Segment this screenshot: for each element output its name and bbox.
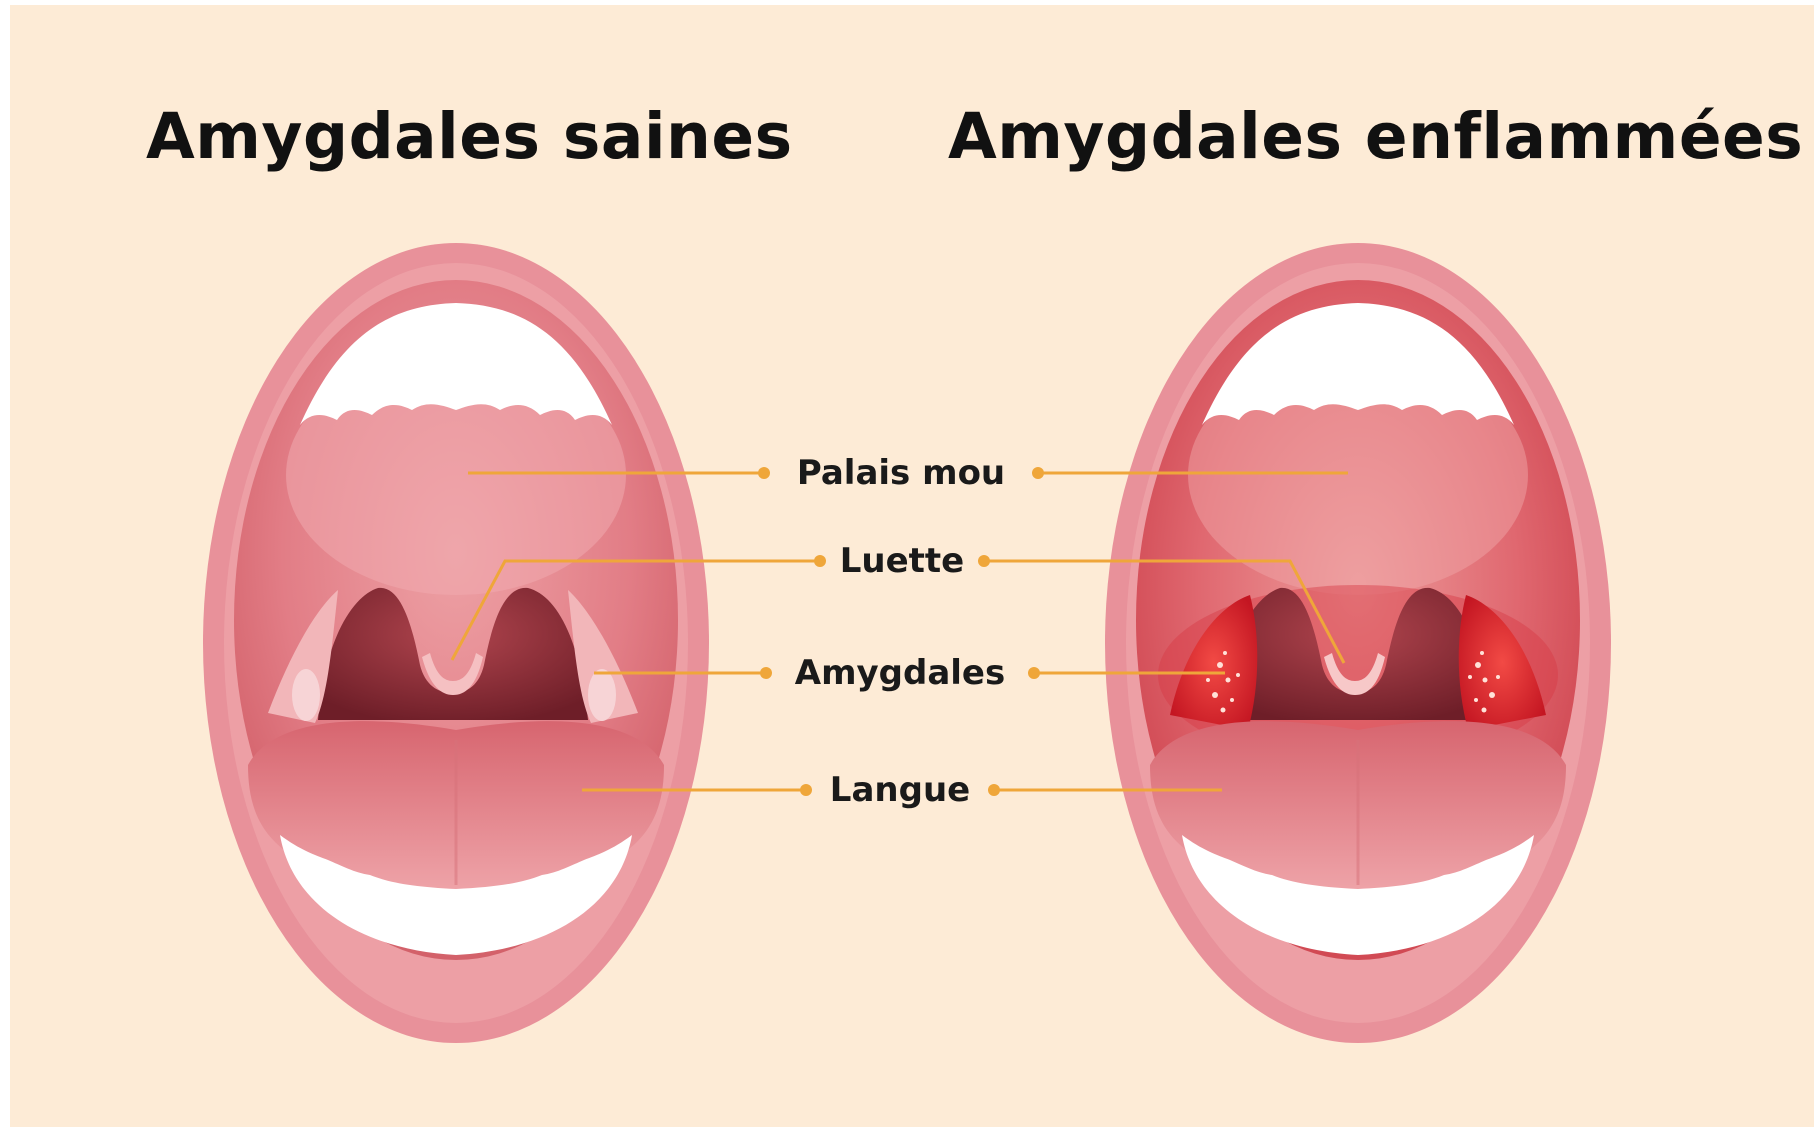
label-tongue: Langue [830, 770, 970, 810]
diagram-panel: Amygdales saines Amygdales enflammées Pa… [10, 5, 1814, 1127]
inflamed-tonsils-title: Amygdales enflammées [948, 100, 1803, 173]
inflamed-mouth [1105, 243, 1611, 1043]
healthy-mouth [203, 243, 709, 1043]
tonsil-right [588, 669, 616, 721]
tonsil-left [292, 669, 320, 721]
healthy-tonsils-title: Amygdales saines [146, 100, 793, 173]
label-tonsils: Amygdales [795, 653, 1005, 693]
label-soft-palate: Palais mou [797, 453, 1005, 493]
label-uvula: Luette [840, 541, 965, 581]
